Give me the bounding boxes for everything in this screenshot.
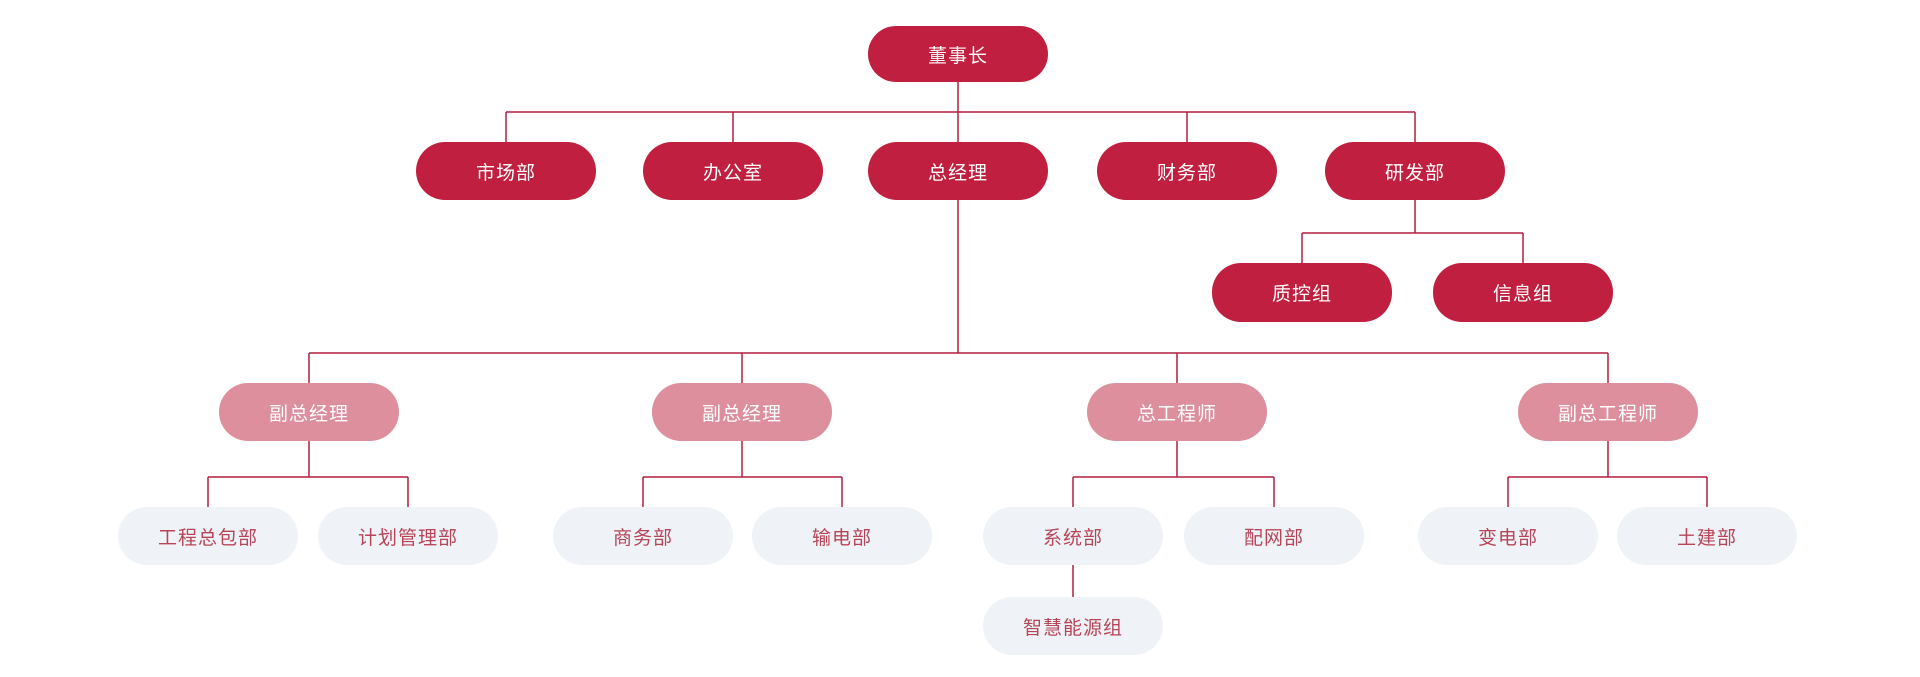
org-node-rnd-dept[interactable]: 研发部 [1325,142,1505,200]
org-node-information-group[interactable]: 信息组 [1433,263,1613,322]
org-node-chairman[interactable]: 董事长 [868,26,1048,82]
org-node-smart-energy-group[interactable]: 智慧能源组 [983,597,1163,655]
org-node-distribution-dept[interactable]: 配网部 [1184,507,1364,565]
org-node-epc-dept[interactable]: 工程总包部 [118,507,298,565]
org-node-substation-dept[interactable]: 变电部 [1418,507,1598,565]
org-node-planning-mgmt-dept[interactable]: 计划管理部 [318,507,498,565]
org-node-deputy-gm-1[interactable]: 副总经理 [219,383,399,441]
org-node-quality-control-group[interactable]: 质控组 [1212,263,1392,322]
org-node-deputy-chief-engineer[interactable]: 副总工程师 [1518,383,1698,441]
org-node-transmission-dept[interactable]: 输电部 [752,507,932,565]
org-node-system-dept[interactable]: 系统部 [983,507,1163,565]
org-node-general-manager[interactable]: 总经理 [868,142,1048,200]
org-node-finance-dept[interactable]: 财务部 [1097,142,1277,200]
org-node-deputy-gm-2[interactable]: 副总经理 [652,383,832,441]
org-node-civil-works-dept[interactable]: 土建部 [1617,507,1797,565]
org-node-office[interactable]: 办公室 [643,142,823,200]
org-node-marketing-dept[interactable]: 市场部 [416,142,596,200]
org-node-chief-engineer[interactable]: 总工程师 [1087,383,1267,441]
org-node-commerce-dept[interactable]: 商务部 [553,507,733,565]
